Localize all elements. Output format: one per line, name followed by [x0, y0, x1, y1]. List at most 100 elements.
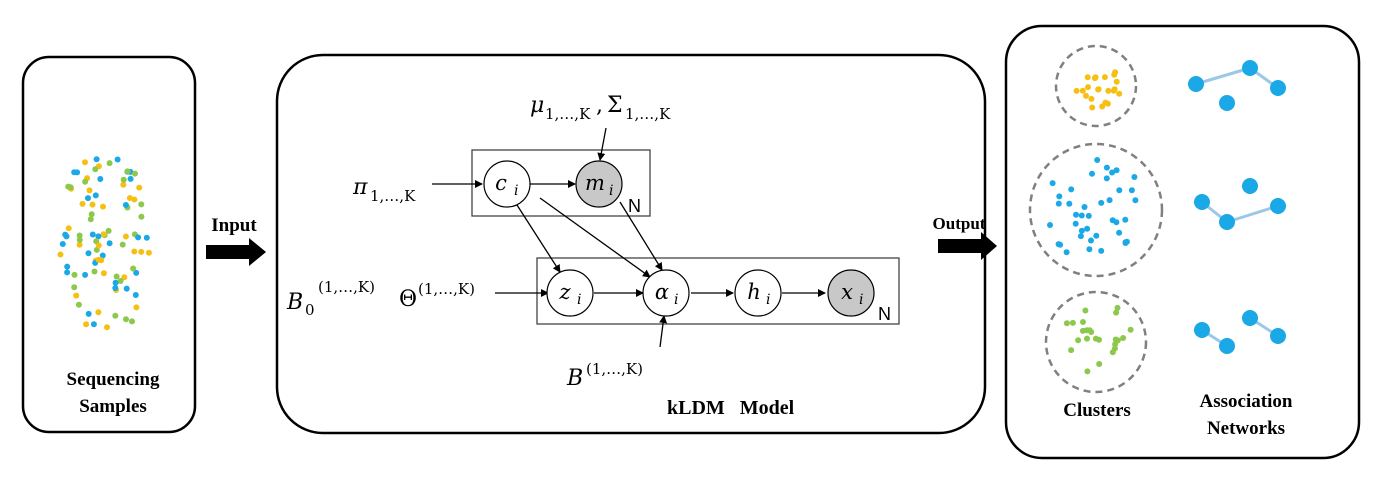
- sample-dot: [57, 251, 64, 258]
- cluster-dot-yellow: [1099, 103, 1106, 110]
- sample-dot: [138, 213, 145, 220]
- cluster-dot-blue: [1078, 227, 1085, 234]
- node-h: h i: [734, 269, 782, 317]
- cluster-yellow: [1054, 44, 1138, 128]
- node-x: x i: [827, 269, 875, 317]
- model-title: kLDM Model: [667, 397, 795, 419]
- cluster-dot-blue: [1109, 217, 1116, 224]
- output-arrow-icon: [938, 232, 997, 260]
- cluster-dot-blue: [1049, 180, 1056, 187]
- sample-dot: [127, 175, 134, 182]
- cluster-dot-green: [1068, 347, 1075, 354]
- sample-dot: [100, 270, 107, 277]
- model-edges: [432, 127, 826, 348]
- cluster-dot-green: [1069, 319, 1076, 326]
- svg-text:1,…,K: 1,…,K: [545, 105, 591, 123]
- cluster-dot-yellow: [1105, 87, 1112, 94]
- plate-bottom-n: N: [878, 304, 891, 324]
- sample-dot: [100, 231, 107, 238]
- cluster-dot-blue: [1128, 187, 1135, 194]
- cluster-dot-blue: [1093, 232, 1100, 239]
- svg-text:1,…,K: 1,…,K: [625, 105, 671, 123]
- cluster-dot-blue: [1103, 164, 1110, 171]
- svg-text:m: m: [585, 171, 605, 195]
- cluster-dot-green: [1112, 336, 1119, 343]
- svg-text:B: B: [286, 290, 303, 315]
- sample-dot: [132, 170, 138, 177]
- cluster-dot-blue: [1063, 249, 1070, 256]
- svg-text:1,…,K: 1,…,K: [370, 187, 416, 205]
- cluster-dot-yellow: [1095, 86, 1102, 93]
- sample-dot: [82, 159, 88, 166]
- svg-text:i: i: [674, 292, 678, 308]
- cluster-dot-blue: [1088, 237, 1094, 244]
- sample-dot: [85, 310, 92, 317]
- svg-text:B: B: [566, 366, 583, 391]
- sequencing-label-line1: Sequencing: [67, 369, 160, 390]
- cluster-dot-yellow: [1101, 74, 1108, 81]
- cluster-dot-blue: [1106, 197, 1113, 204]
- param-b0: B 0 (1,…,K): [286, 278, 375, 319]
- svg-text:(1,…,K): (1,…,K): [586, 360, 643, 378]
- sample-dot: [114, 156, 121, 163]
- sample-dot: [93, 246, 100, 253]
- sample-dot: [112, 312, 119, 319]
- cluster-dot-blue: [1072, 220, 1079, 227]
- sample-dot: [100, 203, 106, 210]
- cluster-dot-green: [1112, 341, 1119, 348]
- sample-dot: [71, 284, 78, 291]
- sample-dot: [89, 201, 96, 208]
- cluster-dot-yellow: [1083, 92, 1089, 99]
- cluster-dot-yellow: [1113, 78, 1120, 85]
- network-2: [1194, 178, 1286, 230]
- param-b: B (1,…,K): [566, 360, 643, 391]
- node-c: c i: [483, 160, 531, 208]
- sample-dot: [106, 160, 113, 167]
- cluster-dot-blue: [1085, 212, 1092, 219]
- svg-text:i: i: [609, 183, 613, 199]
- network-3: [1194, 310, 1286, 354]
- cluster-dot-green: [1120, 335, 1127, 341]
- sample-dot: [145, 249, 152, 256]
- network-1: [1188, 60, 1286, 111]
- cluster-dot-blue: [1066, 200, 1073, 207]
- sample-dot: [95, 309, 102, 316]
- sample-dot: [132, 292, 139, 298]
- sample-dot: [135, 234, 142, 241]
- cluster-dot-yellow: [1092, 74, 1099, 81]
- node-alpha: α i: [642, 269, 690, 317]
- cluster-dot-green: [1084, 368, 1091, 375]
- param-pi: π 1,…,K: [352, 175, 416, 205]
- sample-dot: [75, 301, 82, 308]
- sample-dot: [83, 321, 90, 328]
- sample-dot: [65, 225, 72, 232]
- sample-dot: [120, 181, 127, 188]
- sample-dot: [106, 240, 113, 247]
- output-label: Output: [933, 214, 986, 233]
- svg-text:μ: μ: [530, 93, 544, 118]
- results-panel: [1004, 24, 1361, 460]
- svg-text:i: i: [514, 183, 518, 199]
- sample-dot: [112, 279, 119, 286]
- svg-text:i: i: [766, 292, 770, 308]
- cluster-dot-blue: [1132, 197, 1139, 204]
- sample-dot: [89, 231, 96, 238]
- cluster-dot-blue: [1084, 225, 1091, 232]
- cluster-dot-yellow: [1084, 74, 1091, 81]
- sample-dot: [74, 169, 81, 176]
- sample-dot: [93, 156, 100, 163]
- cluster-dot-yellow: [1104, 100, 1111, 107]
- sample-dot: [95, 233, 102, 240]
- svg-text:0: 0: [305, 301, 315, 319]
- cluster-dot-green: [1082, 307, 1089, 314]
- cluster-dot-blue: [1081, 204, 1088, 210]
- sample-dot: [76, 236, 83, 243]
- svg-text:(1,…,K): (1,…,K): [418, 280, 475, 298]
- sample-dot: [71, 271, 78, 278]
- input-label: Input: [211, 215, 257, 236]
- sample-dot: [65, 183, 72, 190]
- cluster-dot-blue: [1086, 246, 1093, 253]
- cluster-dot-blue: [1077, 233, 1084, 240]
- cluster-dot-green: [1113, 309, 1120, 316]
